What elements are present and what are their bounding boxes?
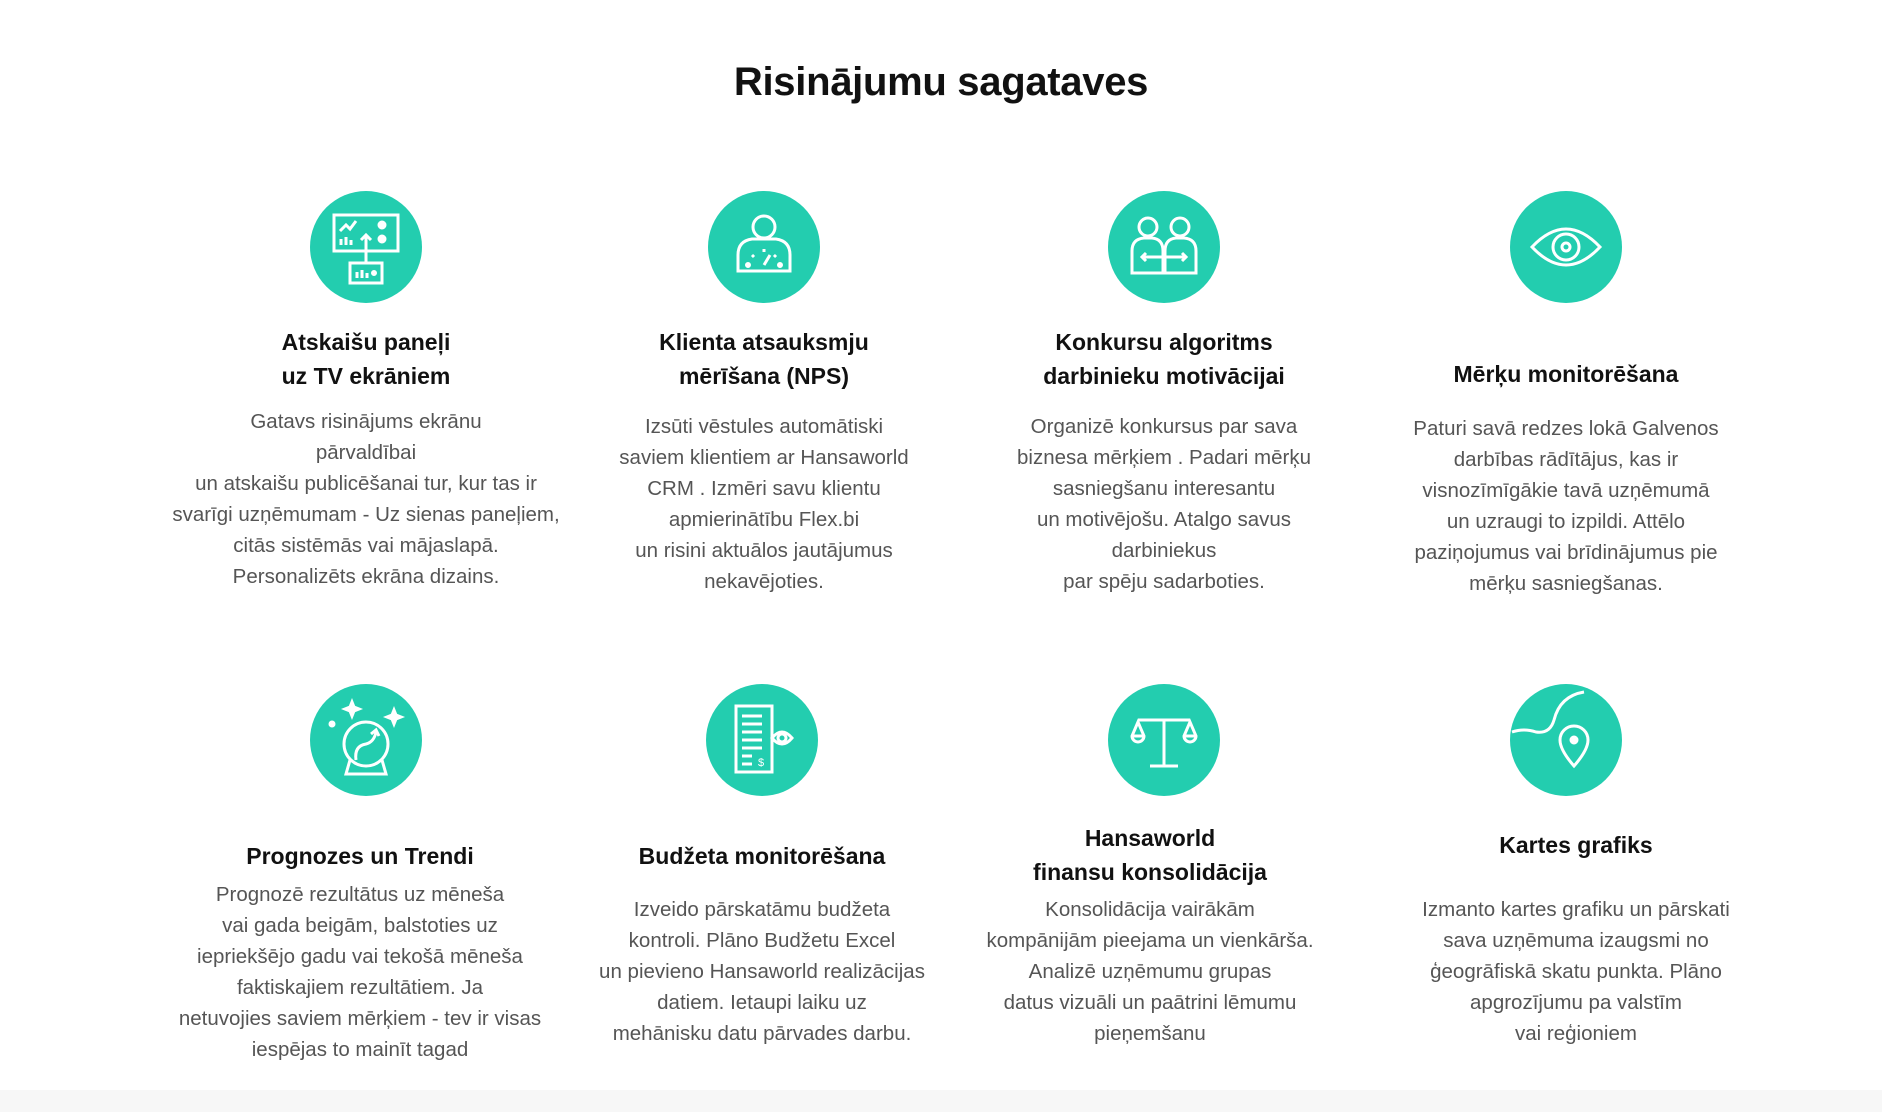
card-description: Izsūti vēstules automātiski saviem klien… [619, 415, 909, 593]
card-title: Budžeta monitorēšana [638, 843, 886, 869]
two-people-exchange-icon [1108, 191, 1220, 303]
crystal-ball-trend-icon [310, 684, 422, 796]
card-title: Konkursu algoritms darbinieku motivācija… [1043, 329, 1285, 389]
customer-gauge-icon [708, 191, 820, 303]
card-description: Gatavs risinājums ekrānu pārvaldībai un … [172, 410, 560, 588]
card-title: Atskaišu paneļi uz TV ekrāniem [281, 329, 451, 389]
card-description: Izveido pārskatāmu budžeta kontroli. Plā… [599, 898, 925, 1045]
budget-document-eye-icon: $ [706, 684, 818, 796]
dashboard-tv-icon [310, 191, 422, 303]
balance-scale-icon [1108, 684, 1220, 796]
card-title: Hansaworld finansu konsolidācija [1033, 825, 1267, 885]
card-title: Mērķu monitorēšana [1453, 361, 1679, 387]
page-title: Risinājumu sagataves [733, 60, 1149, 104]
card-description: Prognozē rezultātus uz mēneša vai gada b… [178, 883, 542, 1061]
svg-text:$: $ [758, 757, 764, 769]
card-title: Prognozes un Trendi [246, 843, 474, 869]
card-description: Konsolidācija vairākām kompānijām pieeja… [986, 898, 1314, 1045]
card-description: Paturi savā redzes lokā Galvenos darbība… [1413, 417, 1719, 595]
footer-strip [0, 1090, 1882, 1112]
card-description: Izmanto kartes grafiku un pārskati sava … [1422, 898, 1730, 1045]
eye-icon [1510, 191, 1622, 303]
card-title: Klienta atsauksmju mērīšana (NPS) [659, 329, 869, 389]
map-pin-icon [1510, 684, 1622, 796]
card-title: Kartes grafiks [1499, 832, 1653, 858]
card-description: Organizē konkursus par sava biznesa mērķ… [1017, 415, 1311, 593]
